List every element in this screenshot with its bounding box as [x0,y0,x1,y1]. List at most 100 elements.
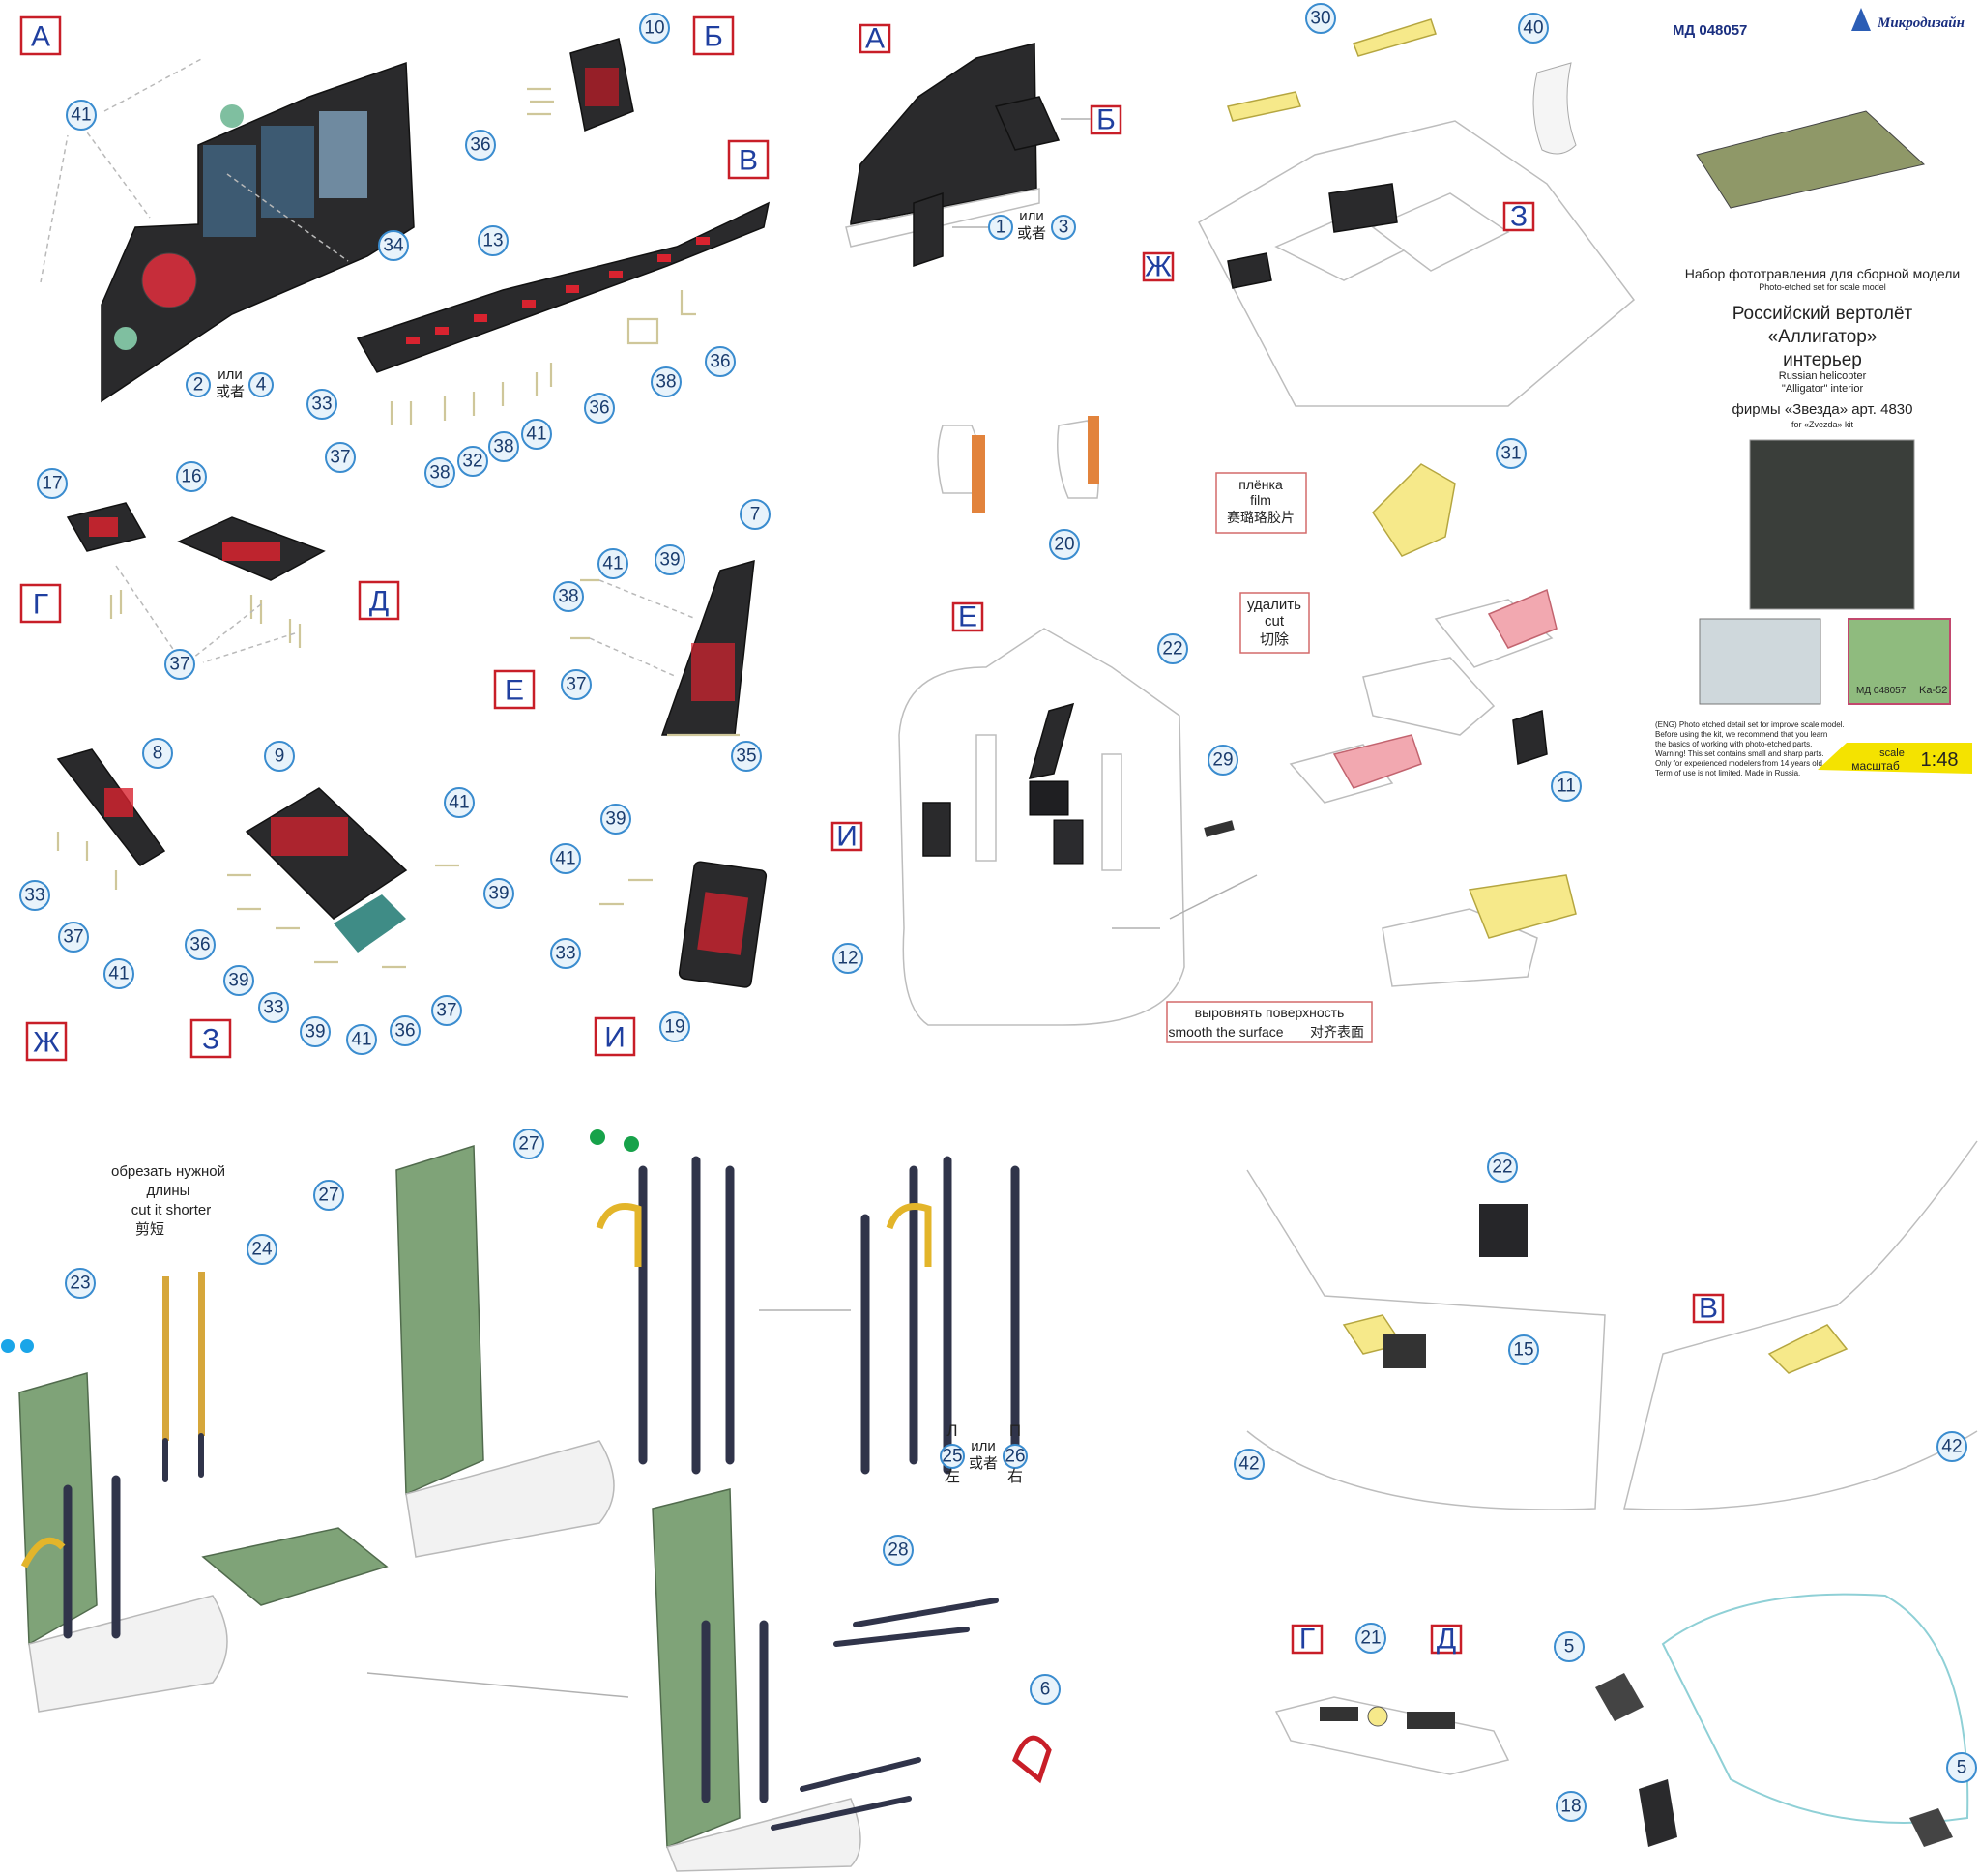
callout-41-e: 41 [597,548,628,579]
svg-text:39: 39 [659,550,680,571]
callout-38-v3: 38 [651,366,682,397]
svg-text:Д: Д [1437,1624,1456,1656]
shorten-note-ru-1: обрезать нужной [111,1163,225,1180]
pe-fret-3 [1848,618,1951,705]
svg-text:29: 29 [1212,750,1233,771]
svg-text:38: 38 [429,463,450,484]
pe-part-30-right [1353,18,1437,57]
section-label-b2: Б [1090,104,1122,136]
section-label-zh2: Ж [1142,251,1175,283]
callout-1: 1 [988,215,1013,240]
section-label-i: И [594,1016,636,1057]
svg-text:34: 34 [383,236,404,256]
or-cn-dash: 或者 [1017,225,1046,242]
panel-d-buttons [222,542,280,561]
callout-41-a: 41 [66,100,97,131]
svg-text:2: 2 [193,375,204,396]
cabin-interior-group: 20 Е 22 И 12 29 выровнять поверхность sm… [830,416,1373,1043]
svg-text:Е: Е [505,675,524,707]
canopy-outline [1661,1593,1969,1824]
svg-text:1: 1 [996,218,1006,238]
leaders-dash [952,118,1091,228]
tub-seat-right [1371,192,1510,272]
callout-31: 31 [1496,438,1527,469]
mfd-left [203,145,256,237]
strap-23 [162,1276,169,1441]
cabin-box-22 [1029,780,1069,816]
svg-text:41: 41 [449,793,469,813]
svg-text:6: 6 [1040,1680,1051,1700]
callout-16: 16 [176,461,207,492]
svg-text:Е: Е [958,601,977,633]
callout-12: 12 [832,943,863,974]
callout-33-v: 33 [306,389,337,420]
svg-text:36: 36 [710,352,730,372]
or-cn-seat: 或者 [969,1455,998,1472]
svg-text:36: 36 [470,135,490,156]
panel-v-group: В 13 33 37 38 32 38 41 36 38 36 [306,139,771,488]
cabin-panel-i [922,802,951,857]
section-label-a: А [19,15,62,56]
subject-en-1: Russian helicopter [1779,370,1867,382]
callout-40: 40 [1518,13,1549,44]
svg-text:32: 32 [462,452,482,472]
callout-33-z: 33 [258,992,289,1023]
svg-text:37: 37 [436,1001,456,1021]
svg-text:10: 10 [644,18,664,39]
pe-brackets-console [390,363,553,425]
svg-text:Д: Д [369,586,389,618]
cut-note-ru: удалить [1247,597,1301,613]
pe-brackets-37-gd [109,590,302,648]
callout-39-e: 39 [655,544,685,575]
callout-41-zh: 41 [103,958,134,989]
svg-text:7: 7 [750,505,761,525]
gauge-left [114,327,137,350]
panel-b-group: Б 10 36 [465,13,735,161]
svg-text:42: 42 [1941,1437,1962,1457]
callout-33-zh: 33 [19,880,50,911]
brand-name: Микродизайн [1877,15,1965,31]
svg-text:41: 41 [526,425,546,445]
callout-22-fus: 22 [1487,1152,1518,1183]
panel-i-buttons [697,892,749,955]
callout-5-b: 5 [1946,1752,1977,1783]
or-ru-seat: или [971,1438,996,1454]
svg-text:Ж: Ж [33,1027,60,1059]
pe-brackets-i [599,878,653,906]
left-cn: 左 [945,1468,960,1485]
article-number: МД 048057 [1673,22,1747,39]
section-label-e: Е [493,669,536,710]
svg-text:33: 33 [24,886,44,906]
svg-text:41: 41 [108,964,129,984]
harness-right-handle [886,1203,932,1267]
svg-text:А: А [865,23,885,55]
callout-11: 11 [1551,771,1582,802]
callout-39-i: 39 [600,804,631,835]
svg-text:8: 8 [153,744,163,764]
callout-38-v2: 38 [488,431,519,462]
panel-11 [1512,709,1548,766]
console-v-buttons [406,237,710,344]
attitude-indicator [141,252,197,308]
kit-title-en: Photo-etched set for scale model [1759,282,1886,292]
pe-film-installed [1468,874,1577,939]
control-stick-40 [1532,62,1577,155]
section-label-i2: И [830,821,863,853]
console-panel-g [1320,1707,1358,1721]
fret3-label-2: Ka-52 [1919,685,1947,696]
svg-text:20: 20 [1054,535,1074,555]
seat-final-back [652,1488,741,1849]
assembled-panel-b [994,96,1061,151]
callout-37-zh: 37 [58,922,89,953]
bracket-18 [1639,1779,1677,1847]
seat-1-back [18,1372,98,1646]
section-label-z2: З [1502,201,1535,233]
panel-e-buttons [691,643,735,701]
callout-41-z2: 41 [346,1024,377,1055]
pe-fret-2 [1699,618,1821,705]
or-ru-a: или [218,366,243,383]
svg-text:24: 24 [251,1240,273,1260]
pe-brackets-z [227,864,459,969]
gauge-top [220,104,244,128]
svg-text:И: И [604,1022,626,1054]
